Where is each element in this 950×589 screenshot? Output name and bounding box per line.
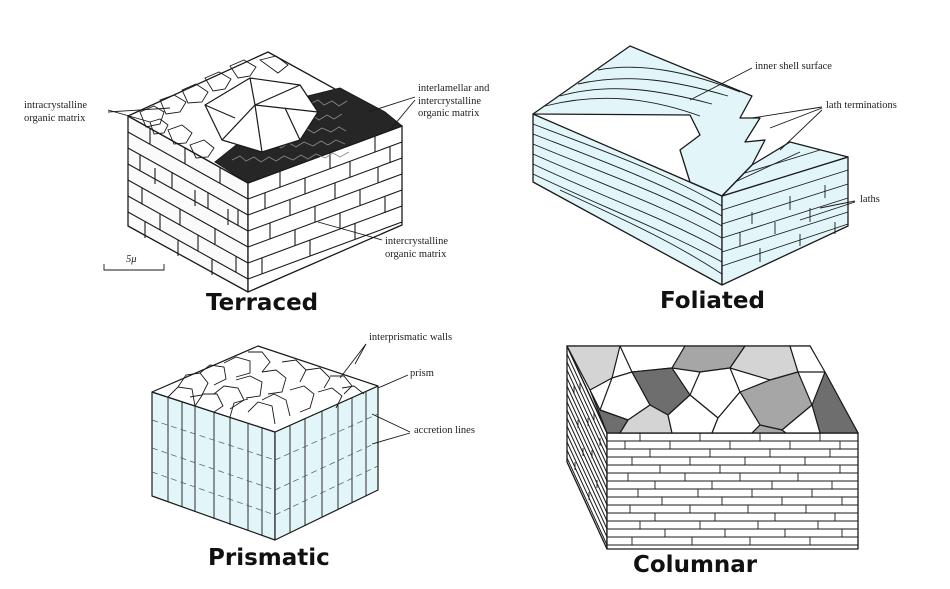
title-terraced: Terraced xyxy=(206,290,319,316)
label-lath-terminations: lath terminations xyxy=(826,100,897,111)
terraced-raised-crystals xyxy=(204,77,319,153)
title-columnar: Columnar xyxy=(633,552,758,578)
title-prismatic: Prismatic xyxy=(208,545,330,571)
label-intercrystalline-organic-matrix: intercrystalline organic matrix xyxy=(385,236,448,260)
label-intracrystalline-organic-matrix: intracrystalline organic matrix xyxy=(24,100,87,124)
label-laths: laths xyxy=(860,194,880,205)
label-accretion-lines: accretion lines xyxy=(414,425,475,436)
title-foliated: Foliated xyxy=(660,288,765,314)
scale-bar-label: 5μ xyxy=(126,254,137,265)
label-interprismatic-walls: interprismatic walls xyxy=(369,332,453,343)
label-prism: prism xyxy=(410,368,434,379)
label-interlamellar-organic-matrix: interlamellar and intercrystalline organ… xyxy=(418,83,490,119)
label-inner-shell-surface: inner shell surface xyxy=(755,61,832,72)
